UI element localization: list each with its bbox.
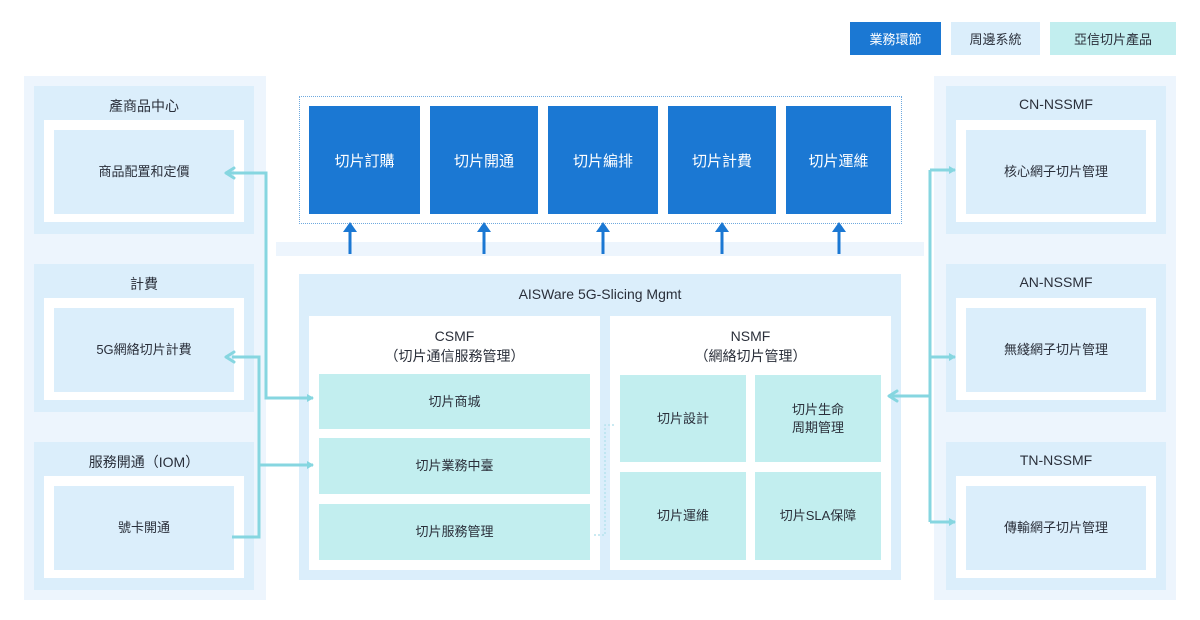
business-step-operations: 切片運維 bbox=[786, 106, 891, 214]
csmf-item-business-middle-platform: 切片業務中臺 bbox=[319, 438, 590, 494]
left-panel-service-provisioning: 服務開通（IOM） 號卡開通 bbox=[34, 442, 254, 590]
nsmf-subtitle: （網絡切片管理） bbox=[694, 348, 807, 364]
nsmf-item-slice-design: 切片設計 bbox=[620, 375, 746, 462]
right-panel-item: 核心網子切片管理 bbox=[966, 130, 1146, 214]
platform-title: AISWare 5G-Slicing Mgmt bbox=[518, 286, 682, 302]
right-panel-title: CN-NSSMF bbox=[1019, 96, 1093, 112]
csmf-item-slice-mall: 切片商城 bbox=[319, 374, 590, 429]
right-panel-item: 無綫網子切片管理 bbox=[966, 308, 1146, 392]
nsmf-item-sla-assurance: 切片SLA保障 bbox=[755, 472, 881, 560]
csmf-subtitle: （切片通信服務管理） bbox=[384, 348, 525, 364]
right-panel-title: TN-NSSMF bbox=[1019, 452, 1093, 468]
left-panel-product-center: 產商品中心 商品配置和定價 bbox=[34, 86, 254, 234]
csmf-title: CSMF bbox=[434, 328, 475, 344]
legend-business: 業務環節 bbox=[850, 22, 941, 55]
business-up-arrows bbox=[343, 222, 846, 254]
left-panel-title: 服務開通（IOM） bbox=[88, 454, 200, 470]
csmf-nsmf-link bbox=[594, 424, 616, 536]
csmf-item-service-management: 切片服務管理 bbox=[319, 504, 590, 560]
right-panel-item: 傳輸網子切片管理 bbox=[966, 486, 1146, 570]
left-panel-item: 5G網絡切片計費 bbox=[54, 308, 234, 392]
business-steps-frame bbox=[299, 96, 902, 224]
business-step-billing: 切片計費 bbox=[668, 106, 776, 214]
left-panel-title: 產商品中心 bbox=[109, 98, 179, 114]
legend-peripheral: 周邊系統 bbox=[951, 22, 1040, 55]
legend-product: 亞信切片產品 bbox=[1050, 22, 1176, 55]
left-panel-item: 號卡開通 bbox=[54, 486, 234, 570]
left-panel-title: 計費 bbox=[130, 276, 158, 292]
right-panel-an-nssmf: AN-NSSMF 無綫網子切片管理 bbox=[946, 264, 1166, 412]
business-step-activation: 切片開通 bbox=[430, 106, 538, 214]
left-panel-billing: 計費 5G網絡切片計費 bbox=[34, 264, 254, 412]
left-panel-item: 商品配置和定價 bbox=[54, 130, 234, 214]
right-connectors bbox=[887, 166, 956, 526]
right-panel-tn-nssmf: TN-NSSMF 傳輸網子切片管理 bbox=[946, 442, 1166, 590]
nsmf-title: NSMF bbox=[730, 328, 771, 344]
nsmf-item-lifecycle-management: 切片生命 周期管理 bbox=[755, 375, 881, 462]
business-step-orchestration: 切片編排 bbox=[548, 106, 658, 214]
right-panel-title: AN-NSSMF bbox=[1019, 274, 1093, 290]
nsmf-item-slice-operations: 切片運維 bbox=[620, 472, 746, 560]
right-panel-cn-nssmf: CN-NSSMF 核心網子切片管理 bbox=[946, 86, 1166, 234]
left-connectors bbox=[224, 166, 314, 539]
business-step-order: 切片訂購 bbox=[309, 106, 420, 214]
